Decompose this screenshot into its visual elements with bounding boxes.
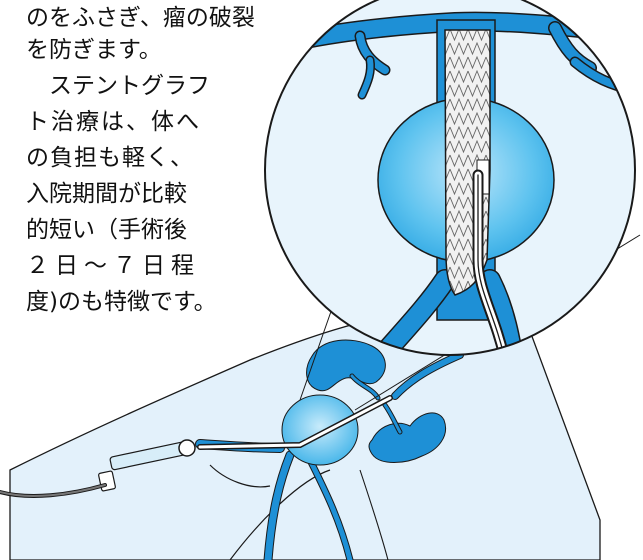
aneurysm-body (281, 394, 359, 466)
text-line-3: ステントグラフ (26, 73, 210, 99)
text-line-4: ト治療は、体へ (26, 109, 201, 135)
text-line-7: 的短い（手術後 (26, 217, 187, 243)
text-line-2: を防ぎます。 (26, 37, 162, 63)
text-line-5: の負担も軽く、 (26, 145, 194, 171)
text-line-1: のをふさぎ、瘤の破裂 (26, 5, 255, 31)
text-line-9: 度)のも特徴です。 (26, 289, 217, 315)
right-kidney (368, 412, 446, 463)
text-line-8: ２日～７日程 (26, 253, 200, 279)
text-line-6: 入院期間が比較 (26, 181, 187, 207)
catheter (0, 395, 393, 498)
magnifier (264, 0, 636, 356)
